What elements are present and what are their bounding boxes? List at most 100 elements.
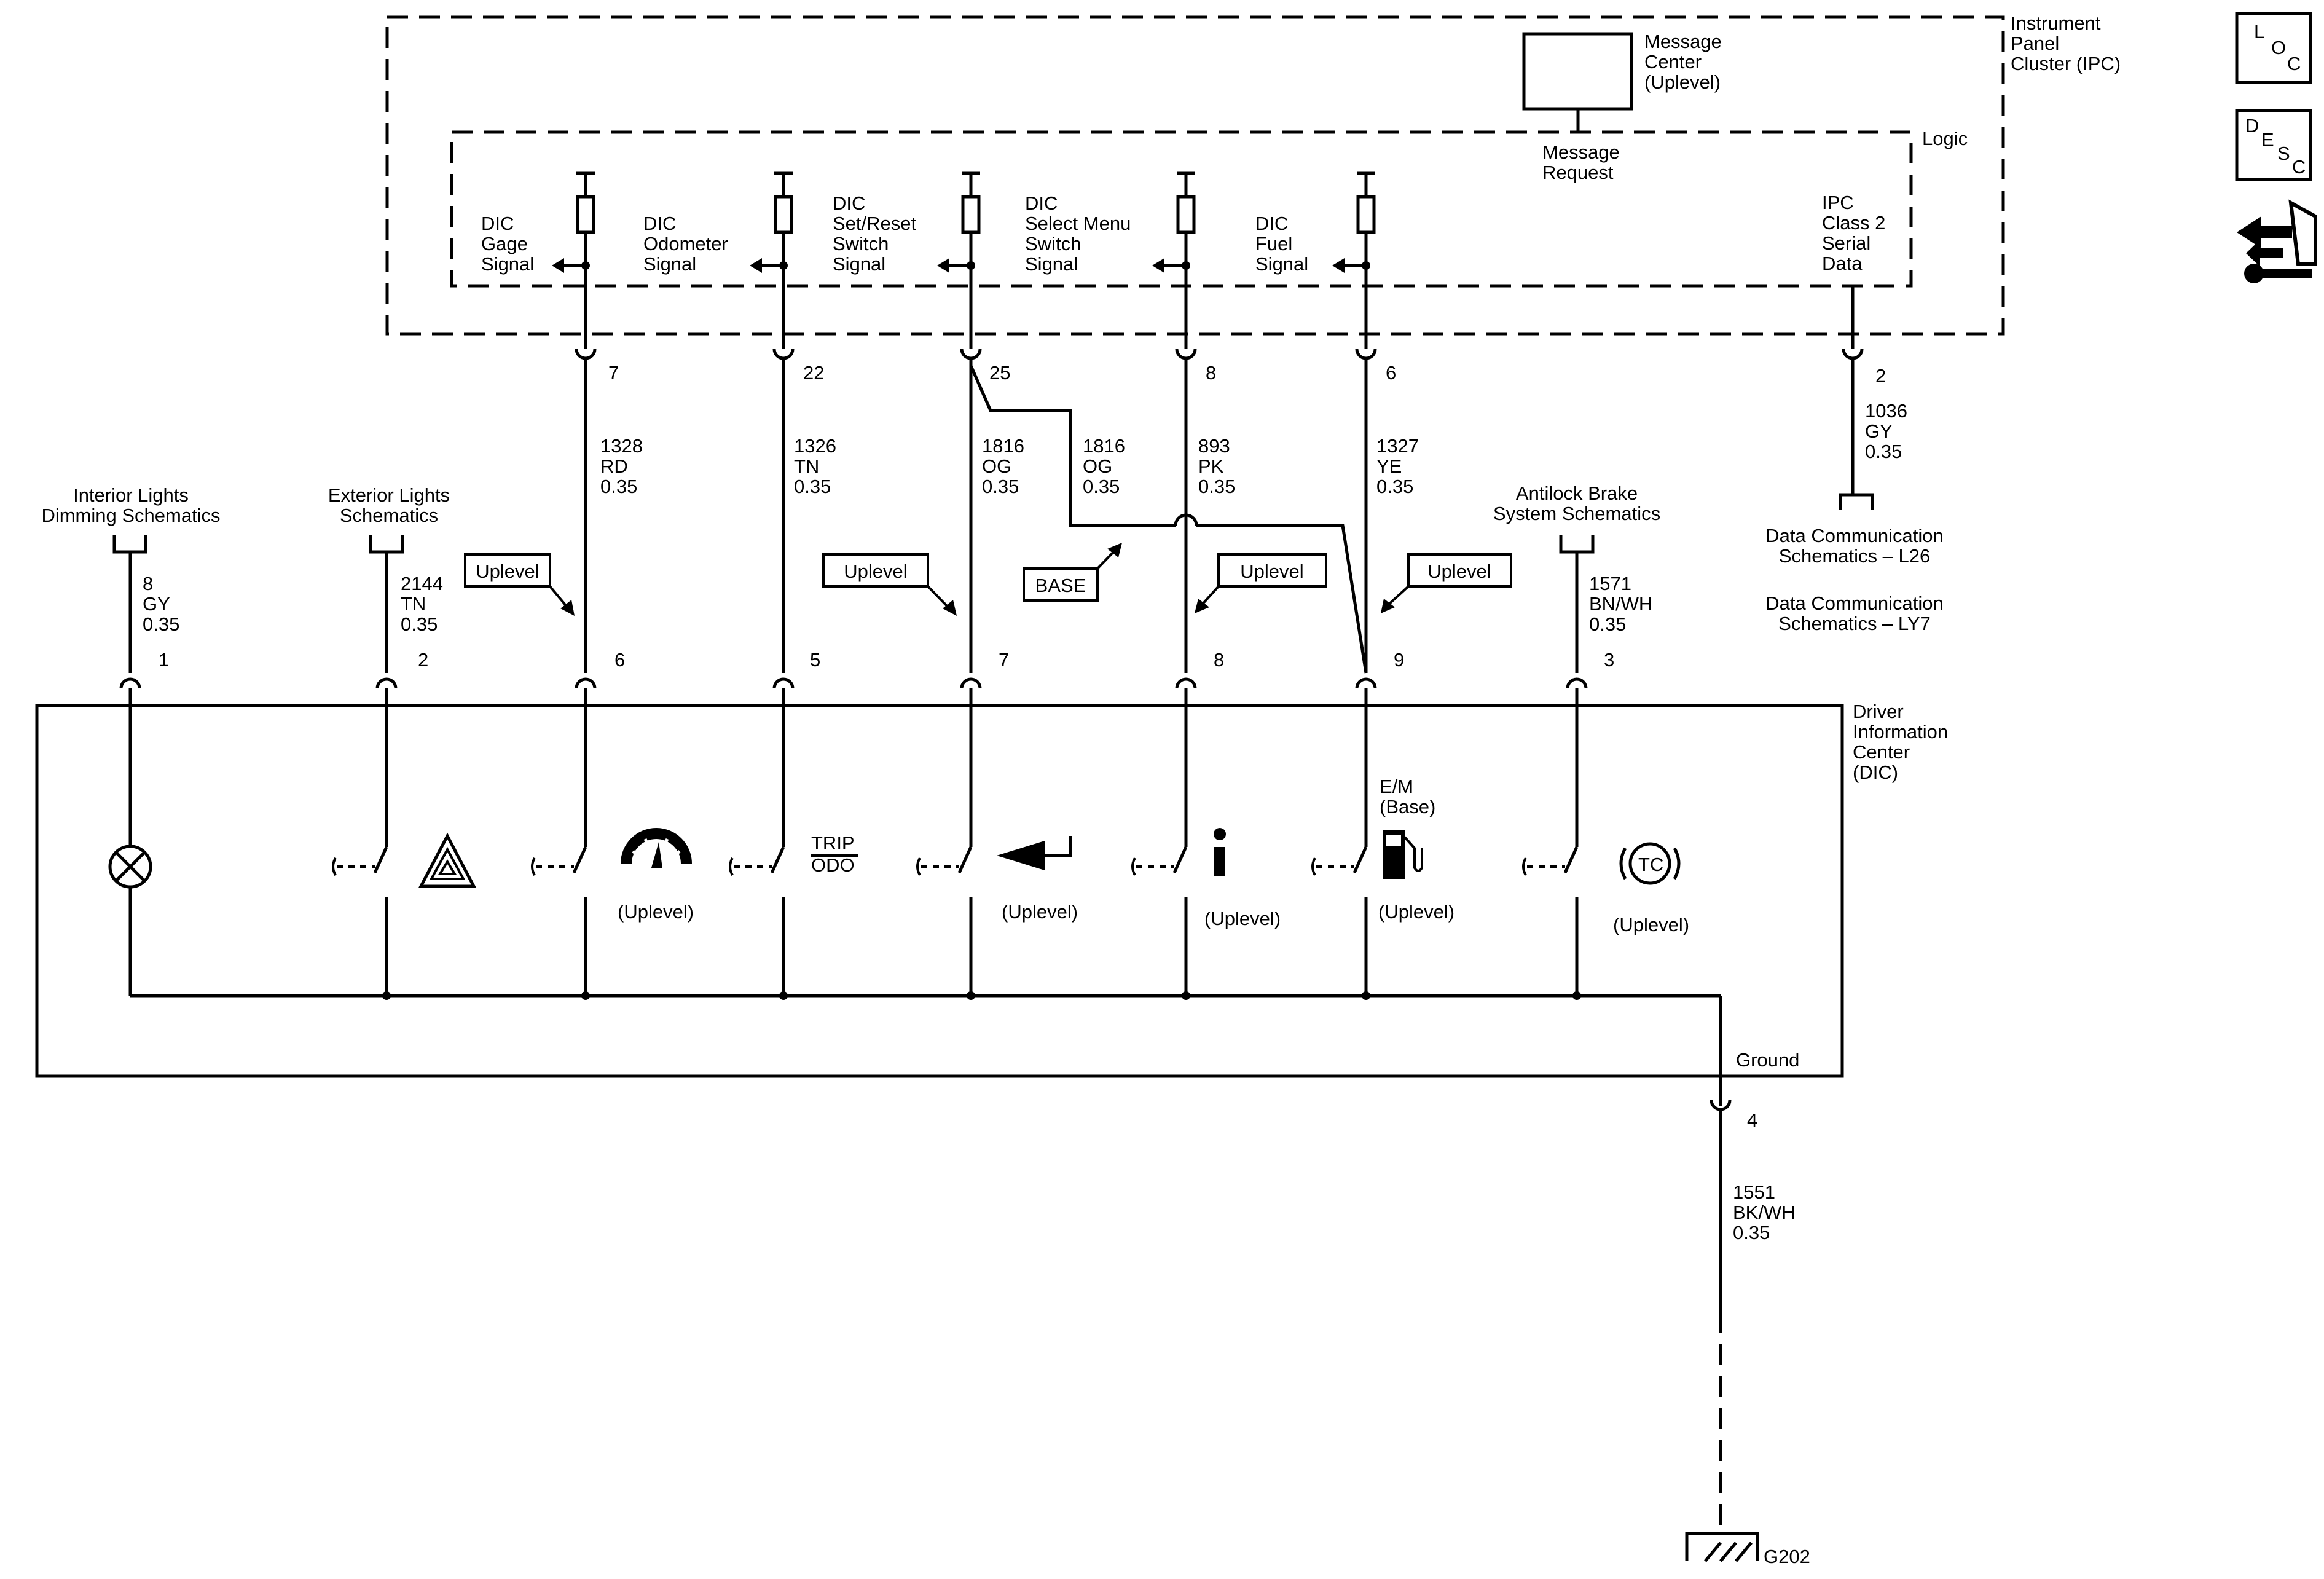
svg-text:0.35: 0.35	[982, 476, 1019, 497]
svg-text:D: D	[2245, 115, 2259, 136]
svg-text:BK/WH: BK/WH	[1733, 1202, 1796, 1223]
svg-text:(DIC): (DIC)	[1853, 762, 1898, 783]
svg-text:E/M: E/M	[1380, 776, 1413, 797]
abs-ref: Antilock Brake System Schematics 1571 BN…	[1493, 482, 1660, 673]
svg-text:1328: 1328	[600, 435, 643, 457]
gauge-icon	[621, 828, 692, 868]
svg-text:0.35: 0.35	[1589, 613, 1626, 635]
svg-text:0.35: 0.35	[1376, 476, 1413, 497]
ipc-title: Instrument Panel Cluster (IPC)	[2011, 12, 2121, 74]
trip-odo-icon: TRIP ODO	[811, 832, 858, 876]
dic-connectors: 1 2 6 5 7 8 9 3	[119, 649, 1614, 689]
svg-text:0.35: 0.35	[794, 476, 831, 497]
svg-text:0.35: 0.35	[1865, 441, 1902, 462]
svg-text:1571: 1571	[1589, 573, 1631, 594]
exterior-lights-ref: Exterior Lights Schematics 2144 TN 0.35	[328, 484, 450, 673]
svg-text:S: S	[2277, 143, 2290, 164]
svg-text:Serial: Serial	[1822, 232, 1871, 254]
svg-text:6: 6	[614, 649, 625, 671]
svg-text:1326: 1326	[794, 435, 836, 457]
svg-text:Request: Request	[1542, 162, 1614, 183]
enter-arrow-icon	[997, 836, 1072, 870]
interior-lights-ref: Interior Lights Dimming Schematics 8 GY …	[41, 484, 221, 673]
svg-text:Set/Reset: Set/Reset	[833, 213, 917, 234]
dic-internal-wiring	[128, 688, 1722, 1106]
tc-uplevel-note: (Uplevel)	[1613, 914, 1689, 935]
svg-text:Center: Center	[1853, 741, 1910, 763]
svg-text:Information: Information	[1853, 721, 1948, 742]
svg-text:DIC: DIC	[1255, 213, 1288, 234]
loc-icon[interactable]: L O C	[2235, 12, 2312, 84]
fuel-uplevel-note: (Uplevel)	[1378, 901, 1454, 923]
svg-text:BASE: BASE	[1035, 575, 1086, 596]
svg-text:8: 8	[1206, 362, 1216, 384]
svg-text:TN: TN	[401, 593, 426, 615]
wire-label-893: 893 PK 0.35	[1198, 435, 1235, 497]
svg-text:0.35: 0.35	[401, 613, 438, 635]
svg-text:Cluster (IPC): Cluster (IPC)	[2011, 53, 2121, 74]
svg-text:Uplevel: Uplevel	[476, 561, 539, 582]
svg-text:9: 9	[1394, 649, 1404, 671]
svg-text:Dimming Schematics: Dimming Schematics	[41, 505, 220, 526]
svg-text:Uplevel: Uplevel	[1240, 561, 1303, 582]
svg-text:6: 6	[1386, 362, 1396, 384]
svg-text:2: 2	[1875, 365, 1886, 387]
svg-text:5: 5	[810, 649, 820, 671]
svg-text:Schematics – L26: Schematics – L26	[1779, 545, 1930, 567]
svg-text:Instrument: Instrument	[2011, 12, 2101, 34]
dic-boundary	[35, 704, 1844, 1078]
message-center-box	[1522, 32, 1633, 111]
ipc-boundary	[385, 15, 2005, 336]
svg-text:ODO: ODO	[811, 854, 855, 876]
ground-symbol-icon	[1685, 1532, 1759, 1562]
ground-name: G202	[1764, 1546, 1810, 1567]
svg-text:L: L	[2254, 21, 2264, 42]
svg-text:DIC: DIC	[833, 192, 865, 214]
ground-label: Ground	[1736, 1049, 1799, 1071]
svg-text:E: E	[2261, 129, 2274, 151]
data-comm-ly7: Data Communication Schematics – LY7	[1765, 593, 1943, 634]
svg-text:8: 8	[1214, 649, 1224, 671]
message-center-label: Message Center (Uplevel)	[1644, 31, 1722, 93]
data-comm-l26: Data Communication Schematics – L26	[1765, 525, 1943, 567]
signal-dic-odometer: DIC Odometer Signal	[643, 171, 793, 349]
signal-dic-select-menu: DIC Select Menu Switch Signal	[1025, 171, 1196, 349]
svg-text:IPC: IPC	[1822, 192, 1854, 213]
svg-text:Interior Lights: Interior Lights	[73, 484, 189, 506]
svg-text:Switch: Switch	[833, 233, 889, 254]
wire-label-1816-b: 1816 OG 0.35	[1083, 435, 1125, 497]
svg-text:Signal: Signal	[1255, 253, 1308, 275]
svg-text:DIC: DIC	[481, 213, 514, 234]
ground-pin: 4	[1747, 1109, 1757, 1131]
wire-label-1328: 1328 RD 0.35	[600, 435, 643, 497]
svg-text:Signal: Signal	[1025, 253, 1078, 275]
signal-dic-set-reset: DIC Set/Reset Switch Signal	[833, 171, 981, 349]
wire-label-1327: 1327 YE 0.35	[1376, 435, 1419, 497]
svg-text:22: 22	[803, 362, 824, 384]
svg-text:Center: Center	[1644, 51, 1702, 73]
svg-text:C: C	[2287, 53, 2301, 74]
svg-text:7: 7	[999, 649, 1009, 671]
svg-text:Data: Data	[1822, 253, 1863, 274]
connector-wrench-icon[interactable]	[2237, 199, 2317, 283]
svg-text:2144: 2144	[401, 573, 443, 594]
svg-text:(Uplevel): (Uplevel)	[1644, 71, 1721, 93]
wire-label-1326: 1326 TN 0.35	[794, 435, 836, 497]
svg-text:TRIP: TRIP	[811, 832, 855, 854]
desc-icon[interactable]: D E S C	[2235, 109, 2312, 181]
svg-text:C: C	[2292, 156, 2306, 178]
svg-text:25: 25	[989, 362, 1010, 384]
gage-uplevel-note: (Uplevel)	[618, 901, 694, 923]
wire-label-1551: 1551 BK/WH 0.35	[1733, 1181, 1796, 1243]
svg-text:OG: OG	[982, 455, 1011, 477]
signal-dic-fuel: DIC Fuel Signal	[1255, 171, 1376, 349]
svg-text:Data Communication: Data Communication	[1765, 525, 1943, 546]
ipc-serial-label: IPC Class 2 Serial Data	[1822, 192, 1885, 274]
svg-text:GY: GY	[143, 593, 170, 615]
svg-text:DIC: DIC	[1025, 192, 1058, 214]
svg-text:0.35: 0.35	[600, 476, 637, 497]
svg-text:1: 1	[159, 649, 169, 671]
svg-text:DIC: DIC	[643, 213, 676, 234]
svg-text:Gage: Gage	[481, 233, 528, 254]
